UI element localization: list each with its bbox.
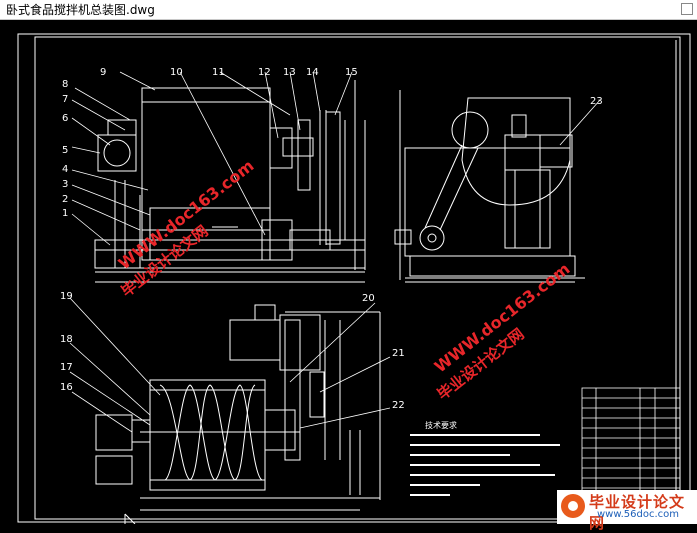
callout-14: 14 xyxy=(306,67,319,78)
callout-19: 19 xyxy=(60,291,73,302)
window-titlebar: 卧式食品搅拌机总装图.dwg xyxy=(0,0,697,20)
callout-leaders-bottom xyxy=(69,297,391,433)
callout-1: 1 xyxy=(62,208,68,219)
callout-5: 5 xyxy=(62,145,68,156)
callout-2: 2 xyxy=(62,194,68,205)
callout-9: 9 xyxy=(100,67,106,78)
callout-13: 13 xyxy=(283,67,296,78)
callout-leaders-top xyxy=(71,71,601,246)
drawing-frame xyxy=(17,33,691,523)
callout-22: 22 xyxy=(392,400,405,411)
callout-4: 4 xyxy=(62,164,68,175)
brand-logo-icon xyxy=(561,494,585,518)
callout-12: 12 xyxy=(258,67,271,78)
technical-notes: 技术要求 xyxy=(410,420,560,496)
watermark-right: WWW.doc163.com 毕业设计论文网 xyxy=(431,259,574,404)
callout-17: 17 xyxy=(60,362,73,373)
callout-numbers-top: 1 2 3 4 5 6 7 8 9 10 11 12 13 14 15 23 xyxy=(62,67,603,219)
callout-numbers-bottom: 16 17 18 19 20 21 22 xyxy=(60,291,405,411)
callout-8: 8 xyxy=(62,79,68,90)
front-view xyxy=(94,80,366,283)
callout-15: 15 xyxy=(345,67,358,78)
callout-11: 11 xyxy=(212,67,225,78)
watermark-left: WWW.doc163.com 毕业设计论文网 xyxy=(115,156,258,301)
brand-url: www.56doc.com xyxy=(597,509,680,520)
callout-23: 23 xyxy=(590,96,603,107)
callout-7: 7 xyxy=(62,94,68,105)
callout-21: 21 xyxy=(392,348,405,359)
side-view xyxy=(394,90,585,283)
window-title: 卧式食品搅拌机总装图.dwg xyxy=(6,3,155,17)
callout-20: 20 xyxy=(362,293,375,304)
ucs-icon xyxy=(124,513,136,525)
notes-title: 技术要求 xyxy=(425,420,457,430)
callout-18: 18 xyxy=(60,334,73,345)
callout-3: 3 xyxy=(62,179,68,190)
cad-drawing-canvas[interactable]: 1 2 3 4 5 6 7 8 9 10 11 12 13 14 15 23 xyxy=(0,20,697,525)
window-control-icon[interactable] xyxy=(681,3,693,15)
callout-16: 16 xyxy=(60,382,73,393)
callout-10: 10 xyxy=(170,67,183,78)
callout-6: 6 xyxy=(62,113,68,124)
plan-view xyxy=(95,304,381,511)
brand-watermark: 毕业设计论文网 www.56doc.com xyxy=(557,490,697,532)
